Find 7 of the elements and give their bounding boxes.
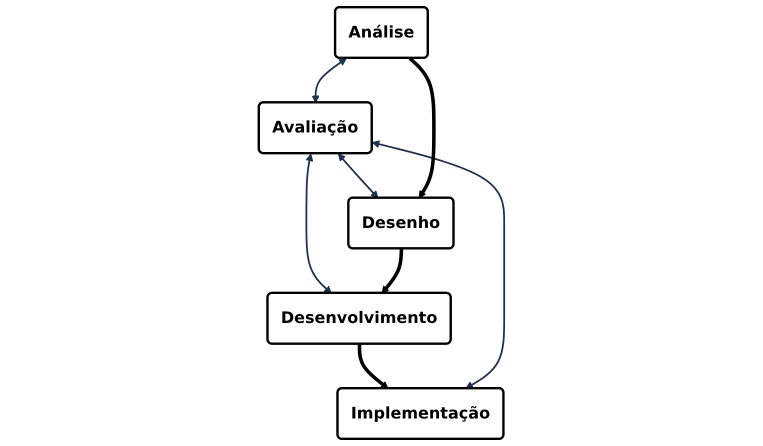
arrow <box>305 154 332 294</box>
arrow <box>372 140 506 389</box>
arrow <box>312 58 347 104</box>
arrow <box>381 248 404 294</box>
arrow <box>358 344 389 389</box>
arrow <box>338 153 378 198</box>
arrow <box>408 57 436 198</box>
